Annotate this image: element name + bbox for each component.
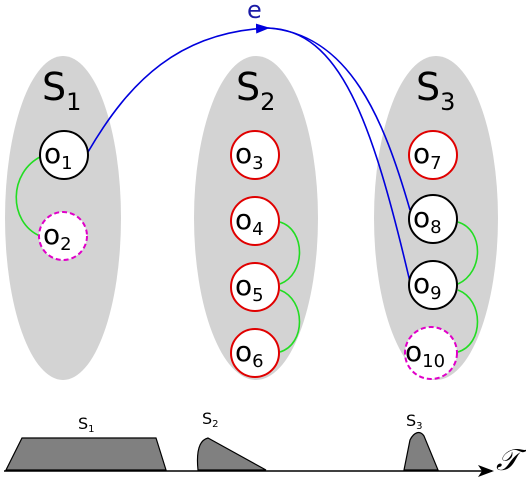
- node-o1: o1: [39, 130, 89, 180]
- node-o8: o8: [408, 194, 458, 244]
- edge-e-source: [87, 23, 270, 153]
- svg-text:o1: o1: [44, 137, 73, 174]
- svg-text:o2: o2: [43, 218, 72, 255]
- svg-text:o5: o5: [235, 269, 264, 306]
- timeline-shape-s2: [196, 437, 267, 471]
- node-o7: o7: [408, 130, 458, 180]
- svg-text:o8: o8: [413, 201, 442, 238]
- timeline-label-s1: S1: [78, 414, 95, 435]
- node-o6: o6: [230, 328, 280, 378]
- timeline-shape-s1: [5, 437, 167, 471]
- link-o1-o2: [15, 155, 43, 237]
- svg-text:o9: o9: [413, 267, 442, 304]
- svg-text:o7: o7: [413, 137, 442, 174]
- node-o10: o10: [404, 326, 458, 380]
- link-o9-o10: [457, 289, 479, 353]
- node-o5: o5: [230, 262, 280, 312]
- svg-text:o10: o10: [405, 335, 445, 372]
- node-o9: o9: [408, 260, 458, 310]
- svg-text:o3: o3: [235, 137, 264, 174]
- timeline-label-s2: S2: [202, 409, 219, 430]
- time-axis-label: 𝒯: [496, 443, 526, 478]
- set-label-s3: S3: [416, 65, 455, 116]
- edge-label-e: e: [247, 0, 262, 24]
- node-o2: o2: [38, 211, 88, 261]
- set-label-s1: S1: [42, 65, 81, 116]
- timeline-shape-s3: [403, 431, 439, 471]
- link-o8-o9: [457, 221, 479, 285]
- edge-e-to-o9: [267, 27, 411, 283]
- node-o3: o3: [230, 130, 280, 180]
- svg-text:o6: o6: [235, 335, 264, 372]
- timeline-label-s3: S3: [406, 411, 423, 432]
- link-o4-o5: [279, 221, 301, 285]
- link-o5-o6: [279, 289, 301, 353]
- svg-text:o4: o4: [235, 203, 264, 240]
- set-label-s2: S2: [236, 65, 275, 116]
- node-o4: o4: [230, 196, 280, 246]
